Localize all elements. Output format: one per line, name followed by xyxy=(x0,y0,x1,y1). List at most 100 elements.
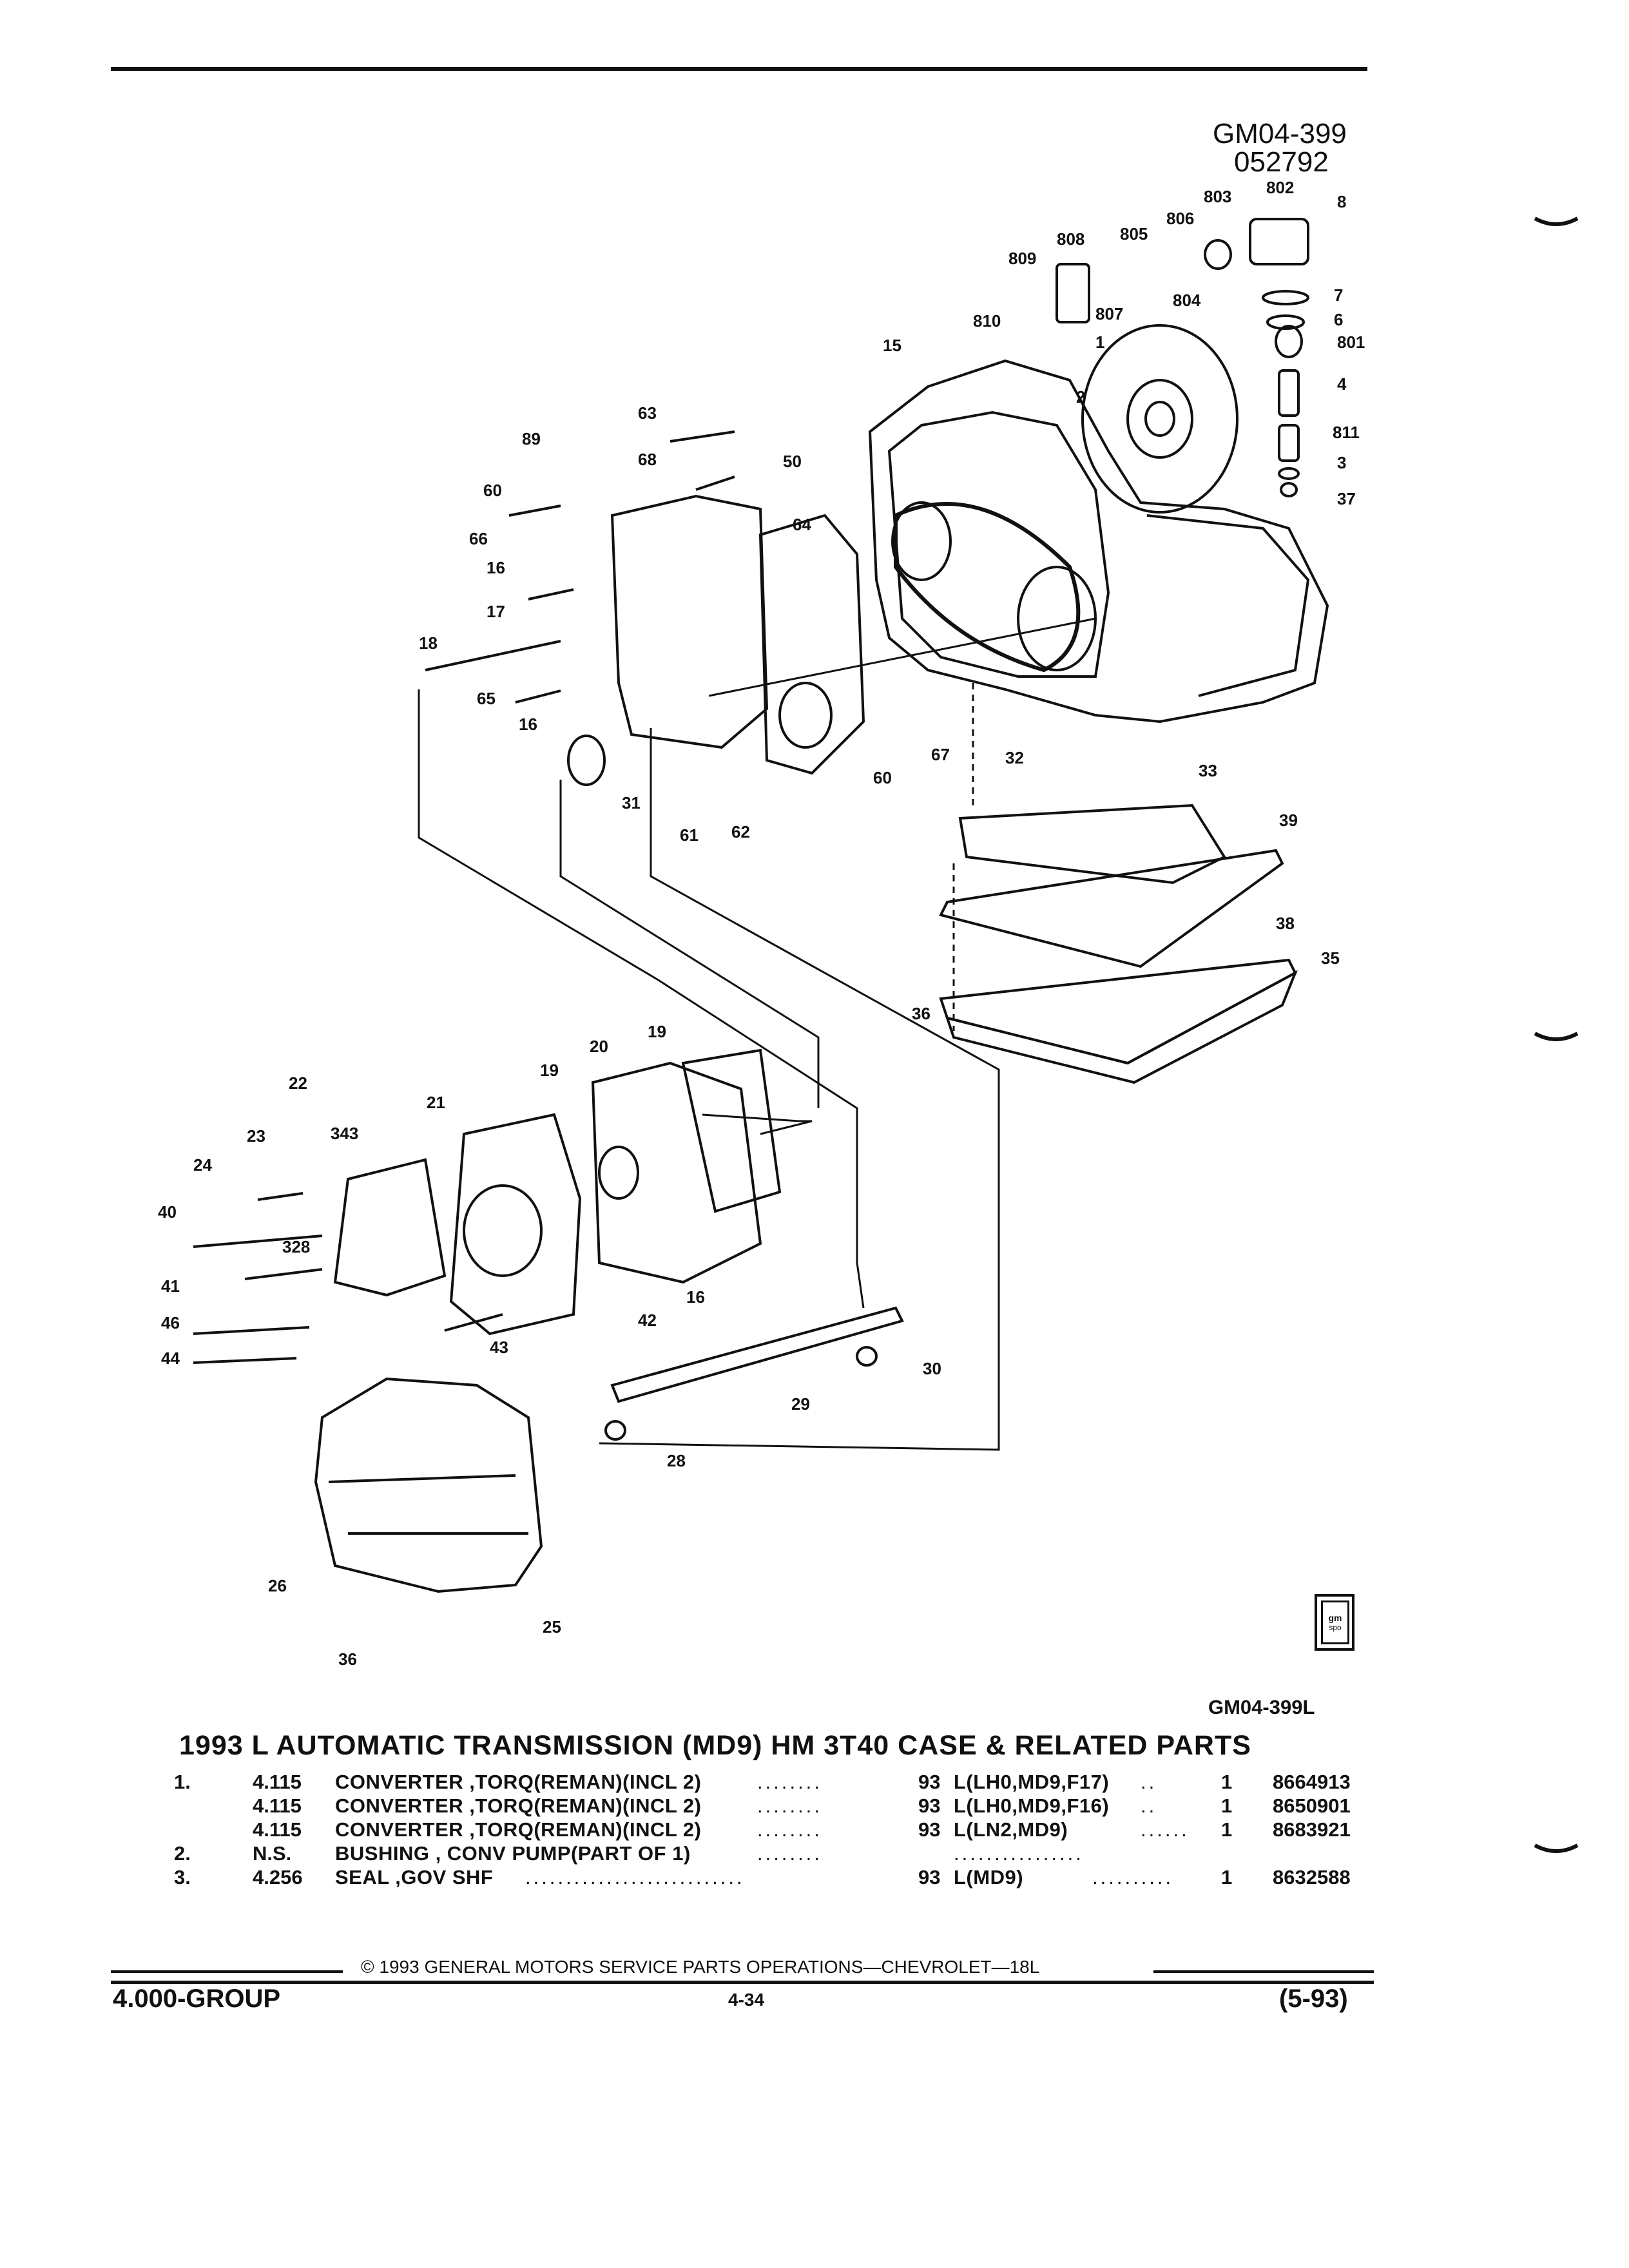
item-number: 1. xyxy=(174,1771,191,1793)
group-number: 4.256 xyxy=(253,1866,303,1888)
callout: 41 xyxy=(161,1276,180,1296)
part-number: 8664913 xyxy=(1273,1771,1351,1793)
callout: 60 xyxy=(483,481,502,500)
callout: 25 xyxy=(543,1617,561,1637)
callout: 40 xyxy=(158,1202,177,1222)
callout: 21 xyxy=(427,1093,445,1112)
callout: 328 xyxy=(282,1237,310,1256)
leader-dots: ........ xyxy=(757,1771,822,1793)
logo-text-spo: spo xyxy=(1329,1623,1342,1632)
callout: 343 xyxy=(331,1124,358,1143)
callout: 809 xyxy=(1008,249,1036,268)
top-rule xyxy=(111,67,1367,71)
callout: 65 xyxy=(477,689,496,708)
callout: 3 xyxy=(1337,453,1346,472)
callout: 46 xyxy=(161,1313,180,1332)
part-description: SEAL ,GOV SHF xyxy=(335,1866,494,1888)
gm-spo-logo: gm spo xyxy=(1315,1594,1354,1651)
footer-rule-right xyxy=(1153,1970,1374,1973)
copyright-line: © 1993 GENERAL MOTORS SERVICE PARTS OPER… xyxy=(361,1957,1040,1977)
callout: 23 xyxy=(247,1126,265,1146)
model-year: 93 xyxy=(918,1818,941,1841)
callout: 30 xyxy=(923,1359,941,1378)
callout: 17 xyxy=(487,602,505,621)
part-description: CONVERTER ,TORQ(REMAN)(INCL 2) xyxy=(335,1794,702,1817)
callout: 16 xyxy=(686,1287,705,1307)
callout: 2 xyxy=(1076,387,1085,407)
callout: 35 xyxy=(1321,948,1340,968)
transmission-case-drawing xyxy=(193,218,1329,1593)
callout: 19 xyxy=(648,1022,666,1041)
date-code: 052792 xyxy=(1234,146,1329,178)
quantity: 1 xyxy=(1221,1794,1233,1817)
model-year: 93 xyxy=(918,1866,941,1888)
callout: 18 xyxy=(419,633,438,653)
callout: 33 xyxy=(1199,761,1217,780)
leader-dots: ...... xyxy=(1141,1818,1190,1841)
callout: 6 xyxy=(1334,310,1343,329)
quantity: 1 xyxy=(1221,1771,1233,1793)
group-number: 4.115 xyxy=(253,1794,302,1817)
callout: 801 xyxy=(1337,332,1365,352)
callout: 810 xyxy=(973,311,1001,331)
callout: 89 xyxy=(522,429,541,448)
callout: 8 xyxy=(1337,192,1346,211)
group-label: 4.000-GROUP xyxy=(113,1984,281,2013)
callout: 804 xyxy=(1173,291,1201,310)
leader-dots: .......... xyxy=(1092,1866,1174,1888)
callout: 24 xyxy=(193,1155,212,1175)
application: L(LH0,MD9,F17) xyxy=(954,1771,1110,1793)
callout: 60 xyxy=(873,768,892,787)
callout: 62 xyxy=(731,822,750,841)
callout: 31 xyxy=(622,793,641,812)
callout: 37 xyxy=(1337,489,1356,508)
callout-labels: 803 802 8 806 808 805 809 807 804 7 6 81… xyxy=(158,178,1365,1669)
part-number: 8683921 xyxy=(1273,1818,1351,1841)
quantity: 1 xyxy=(1221,1866,1233,1888)
model-year: 93 xyxy=(918,1794,941,1817)
leader-dots: ........................... xyxy=(525,1866,745,1888)
callout: 38 xyxy=(1276,914,1295,933)
callout: 1 xyxy=(1095,332,1104,352)
exploded-parts-diagram: GM04-399 052792 xyxy=(158,118,1365,1669)
logo-text-gm: gm xyxy=(1328,1613,1342,1623)
callout: 36 xyxy=(338,1649,357,1669)
logo-inner: gm spo xyxy=(1321,1600,1349,1644)
callout: 39 xyxy=(1279,811,1298,830)
callout: 807 xyxy=(1095,304,1123,323)
page-number: 4-34 xyxy=(728,1990,765,2010)
callout: 63 xyxy=(638,403,657,423)
application: L(LN2,MD9) xyxy=(954,1818,1068,1841)
leader-dots: ........ xyxy=(757,1794,822,1817)
callout: 28 xyxy=(667,1451,686,1470)
callout: 806 xyxy=(1166,209,1194,228)
part-description: CONVERTER ,TORQ(REMAN)(INCL 2) xyxy=(335,1771,702,1793)
callout: 16 xyxy=(487,558,505,577)
part-number: 8650901 xyxy=(1273,1794,1351,1817)
callout: 4 xyxy=(1337,374,1347,394)
callout: 29 xyxy=(791,1394,810,1414)
callout: 43 xyxy=(490,1338,508,1357)
leader-dots: ................ xyxy=(954,1842,1084,1865)
leader-dots: ........ xyxy=(757,1818,822,1841)
footer-rule-bottom xyxy=(111,1981,1374,1984)
callout: 805 xyxy=(1120,224,1148,244)
model-year: 93 xyxy=(918,1771,941,1793)
group-number: 4.115 xyxy=(253,1771,302,1793)
callout: 811 xyxy=(1333,423,1360,442)
callout: 68 xyxy=(638,450,657,469)
leader-dots: .. xyxy=(1141,1794,1157,1817)
callout: 22 xyxy=(289,1073,307,1093)
leader-dots: .. xyxy=(1141,1771,1157,1793)
callout: 64 xyxy=(793,515,811,534)
group-number: N.S. xyxy=(253,1842,292,1865)
illustration-code: GM04-399L xyxy=(1208,1696,1315,1718)
callout: 16 xyxy=(519,715,537,734)
section-title: 1993 L AUTOMATIC TRANSMISSION (MD9) HM 3… xyxy=(179,1730,1251,1761)
callout: 36 xyxy=(912,1004,930,1023)
callout: 61 xyxy=(680,825,699,845)
callout: 20 xyxy=(590,1037,608,1056)
callout: 15 xyxy=(883,336,901,355)
part-description: BUSHING , CONV PUMP(PART OF 1) xyxy=(335,1842,691,1865)
callout: 44 xyxy=(161,1349,180,1368)
